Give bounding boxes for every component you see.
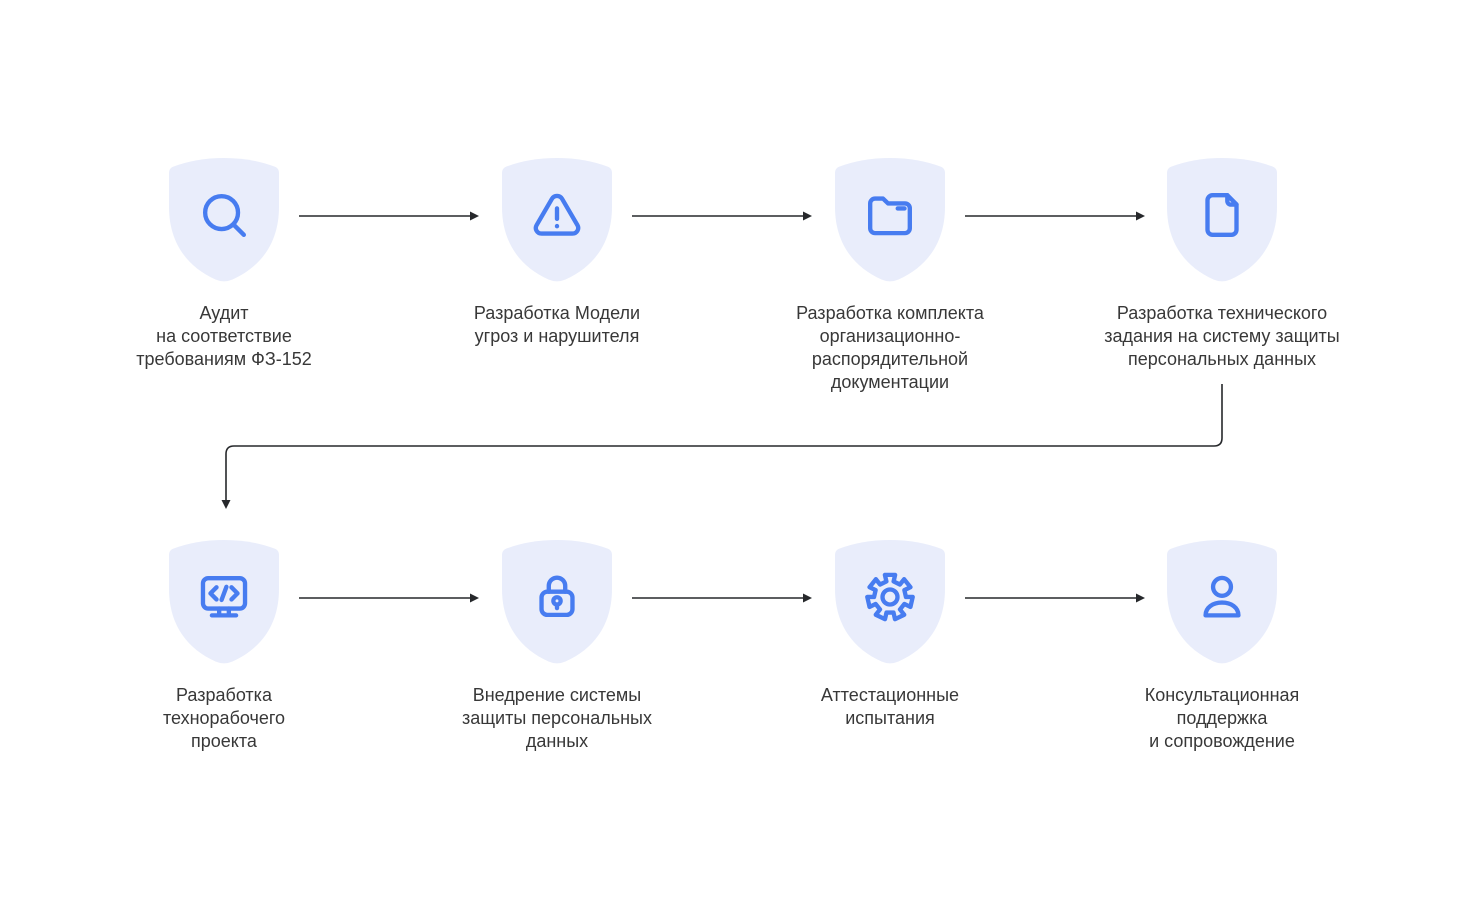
step-attestation: Аттестационные испытания — [750, 537, 1030, 730]
shield-shape — [1167, 158, 1277, 282]
search-icon — [202, 193, 246, 237]
step-label: Разработка технорабочего проекта — [162, 685, 286, 751]
gear-icon — [865, 572, 915, 622]
shield-shape — [169, 158, 279, 282]
shield-shape — [169, 540, 279, 664]
step-label: Аудит на соответствие требованиям ФЗ-152 — [136, 303, 312, 369]
step-label: Разработка комплекта организационно- рас… — [796, 303, 984, 392]
document-icon — [1205, 192, 1239, 237]
shield-badge — [1160, 155, 1284, 285]
shield-badge — [495, 155, 619, 285]
step-audit: Аудит на соответствие требованиям ФЗ-152 — [84, 155, 364, 371]
step-tech-spec: Разработка технического задания на систе… — [1082, 155, 1362, 371]
shield-badge — [1160, 537, 1284, 667]
shield-badge — [162, 155, 286, 285]
shield-badge — [495, 537, 619, 667]
folder-icon — [868, 196, 912, 236]
code-monitor-icon — [200, 575, 248, 618]
step-support: Консультационная поддержка и сопровожден… — [1082, 537, 1362, 753]
step-label: Внедрение системы защиты персональных да… — [461, 685, 652, 751]
arrow-step4-step5-return — [221, 384, 1223, 509]
shield-shape — [502, 540, 612, 664]
shield-shape — [835, 158, 945, 282]
step-org-docs: Разработка комплекта организационно- рас… — [750, 155, 1030, 394]
step-label: Разработка Модели угроз и нарушителя — [473, 303, 641, 346]
step-threat-model: Разработка Модели угроз и нарушителя — [417, 155, 697, 348]
shield-shape — [835, 540, 945, 664]
step-implementation: Внедрение системы защиты персональных да… — [417, 537, 697, 753]
shield-badge — [162, 537, 286, 667]
step-label: Разработка технического задания на систе… — [1104, 303, 1340, 369]
step-label: Консультационная поддержка и сопровожден… — [1144, 685, 1300, 751]
warning-triangle-icon — [533, 193, 581, 236]
shield-badge — [828, 155, 952, 285]
person-icon — [1203, 575, 1241, 618]
step-label: Аттестационные испытания — [820, 685, 960, 728]
lock-icon — [539, 575, 575, 617]
step-working-project: Разработка технорабочего проекта — [84, 537, 364, 753]
shield-badge — [828, 537, 952, 667]
